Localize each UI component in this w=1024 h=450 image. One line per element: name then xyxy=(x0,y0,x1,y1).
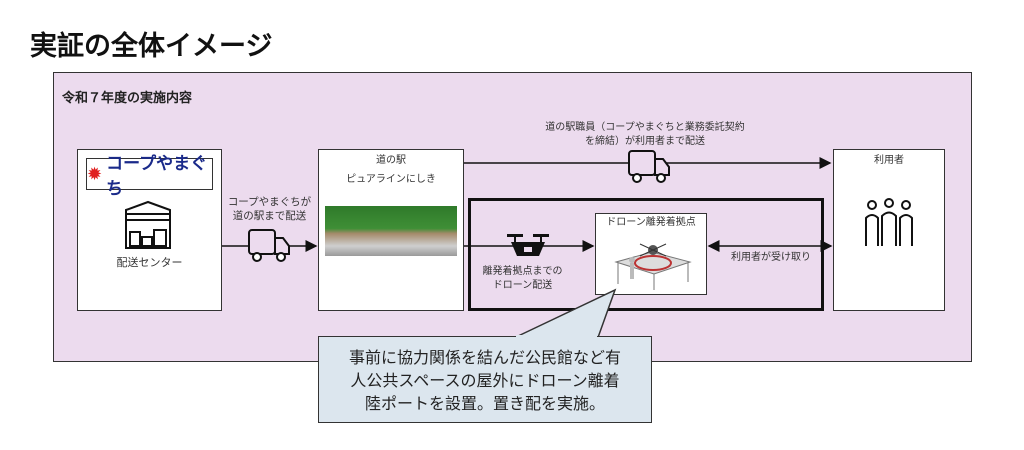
sun-logo-icon: ✹ xyxy=(87,163,103,185)
delivery-center-label: 配送センター xyxy=(116,256,183,269)
truck-icon xyxy=(248,229,290,262)
station-line2: ピュアラインにしき xyxy=(346,174,436,185)
callout-note: 事前に協力関係を結んだ公民館など有 人公共スペースの屋外にドローン離着 陸ポート… xyxy=(318,336,652,423)
drone-base-label: ドローン離発着拠点 xyxy=(606,217,696,228)
staff-delivery-line2: を締結）が利用者まで配送 xyxy=(585,136,705,147)
drone-delivery-line1: 離発着拠点までの xyxy=(482,266,563,277)
drone-icon xyxy=(507,234,549,256)
logo-text: コープやまぐち xyxy=(106,154,208,199)
coop-delivery-line2: 道の駅まで配送 xyxy=(232,210,307,222)
callout-line2: 人公共スペースの屋外にドローン離着 xyxy=(350,371,620,390)
callout-joint xyxy=(516,335,597,338)
station-name: 道の駅 ピュアラインにしき xyxy=(318,154,464,187)
warehouse-icon xyxy=(125,200,171,249)
users-box xyxy=(833,149,945,311)
page-title: 実証の全体イメージ xyxy=(30,31,273,62)
staff-delivery-line1: 道の駅職員（コープやまぐちと業務委託契約 xyxy=(545,122,745,133)
drone-delivery-label: 離発着拠点までの ドローン配送 xyxy=(470,265,575,293)
coop-delivery-line1: コープやまぐちが xyxy=(227,196,312,208)
roadside-station-photo xyxy=(325,206,457,256)
drone-delivery-line2: ドローン配送 xyxy=(492,280,553,291)
coop-logo: ✹ コープやまぐち xyxy=(86,154,213,199)
section-title: 令和７年度の実施内容 xyxy=(62,91,193,106)
truck-icon xyxy=(628,150,670,183)
user-pickup-label: 利用者が受け取り xyxy=(731,252,811,263)
drone-port-illustration xyxy=(614,243,692,290)
users-label: 利用者 xyxy=(874,155,904,166)
callout-line3: 陸ポートを設置。置き配を実施。 xyxy=(364,394,605,413)
callout-line1: 事前に協力関係を結んだ公民館など有 xyxy=(348,348,621,367)
staff-delivery-label: 道の駅職員（コープやまぐちと業務委託契約 を締結）が利用者まで配送 xyxy=(520,121,770,149)
people-icon xyxy=(865,198,913,246)
coop-delivery-label: コープやまぐちが 道の駅まで配送 xyxy=(221,195,318,223)
station-line1: 道の駅 xyxy=(376,155,406,166)
drone-section-border xyxy=(468,198,824,311)
